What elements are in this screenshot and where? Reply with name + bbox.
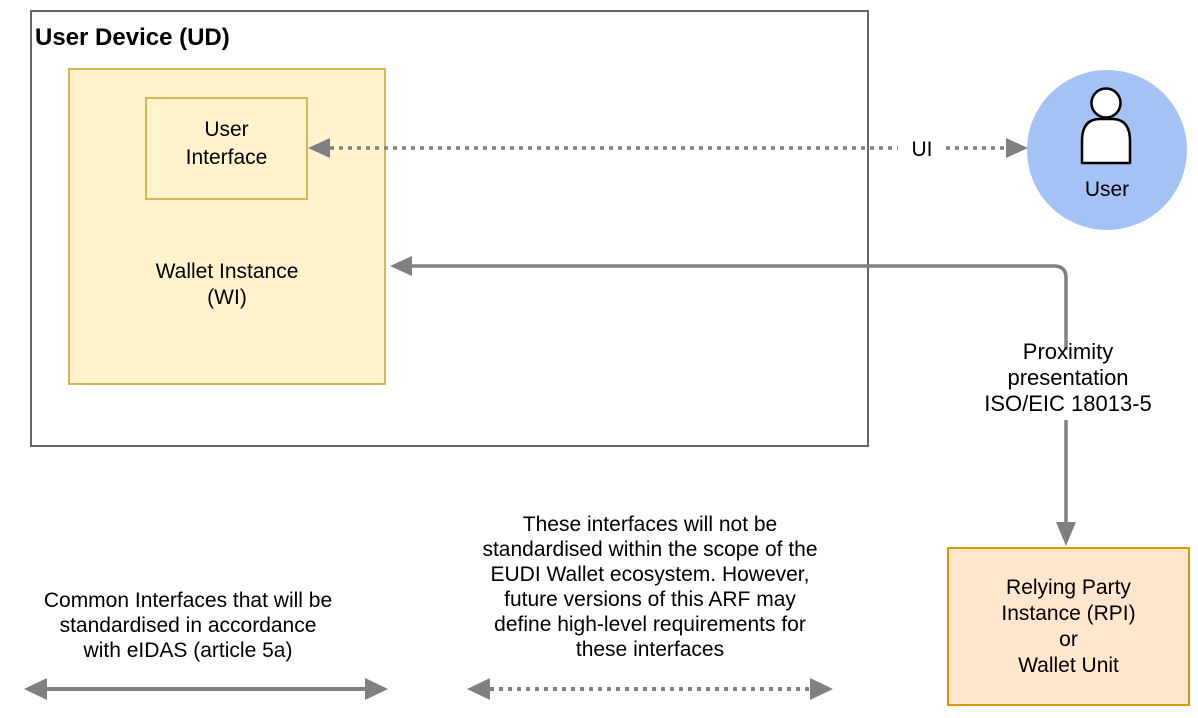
user-actor-label: User: [1084, 178, 1130, 201]
relying-party-label: Relying Party Instance (RPI) or Wallet U…: [1001, 575, 1136, 677]
relying-party-box: Relying Party Instance (RPI) or Wallet U…: [947, 547, 1190, 706]
user-actor-circle: [1027, 70, 1187, 230]
user-interface-label: User Interface: [185, 118, 268, 169]
legend-not-standardised-text: These interfaces will not be standardise…: [482, 513, 818, 661]
dotted-double-arrow: [467, 678, 833, 700]
ui-edge-label: UI: [911, 138, 933, 161]
user-interface-box: [145, 97, 308, 200]
proximity-edge-label: Proximity presentation ISO/EIC 18013-5: [984, 339, 1152, 416]
solid-double-arrow: [24, 678, 388, 700]
wallet-instance-label: Wallet Instance (WI): [155, 260, 299, 309]
user-device-label: User Device (UD): [35, 24, 230, 51]
legend-standardised-text: Common Interfaces that will be standardi…: [43, 589, 333, 662]
